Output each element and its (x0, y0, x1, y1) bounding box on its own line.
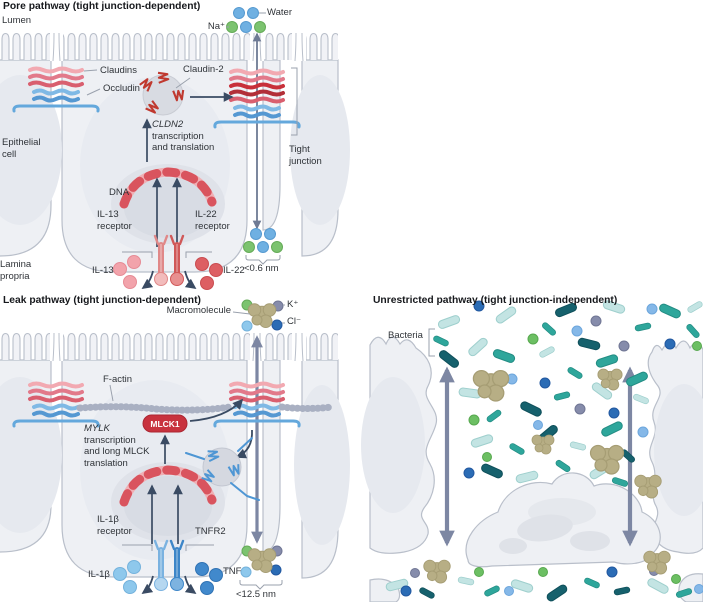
receptor-leaders (122, 251, 212, 258)
nucleus-inner (124, 178, 212, 238)
mylk-caption: MYLK transcription and long MLCK transla… (84, 423, 149, 469)
leak-panel-art (0, 299, 350, 595)
pore-panel-art (0, 7, 350, 290)
leak-left-tight-junction (12, 381, 100, 428)
receptor-leaders (122, 544, 214, 551)
cell-shading (290, 75, 350, 225)
dna-helix (119, 465, 217, 507)
macromolecule-cluster-bottom (240, 545, 283, 578)
mlck1-to-junction-arrow (189, 398, 244, 422)
mlck1-label: MLCK1 (150, 419, 180, 429)
pore-panel-title: Pore pathway (tight junction-dependent) (3, 1, 201, 12)
tnf-label: TNF (223, 566, 242, 577)
dna-label: DNA (109, 187, 130, 198)
unrestricted-panel-art (361, 299, 703, 602)
unrestricted-panel-title: Unrestricted pathway (tight junction-ind… (373, 295, 618, 306)
f-actin-label: F-actin (103, 374, 133, 385)
ion-leaders (226, 12, 266, 28)
il22-label: IL-22 (223, 265, 245, 276)
lamina-propria-label: Lamina propria (0, 259, 32, 282)
tnfr2-label: TNFR2 (195, 526, 226, 537)
leak-size-bracket (239, 580, 283, 590)
long-mlck-ribosome (185, 437, 260, 501)
mlck1-badge (142, 414, 188, 433)
sodium-label: Na⁺ (207, 21, 225, 32)
junction-to-ribosome-arrow (235, 429, 253, 459)
cell-shading (0, 75, 62, 225)
il13-receptor-icon (153, 234, 169, 286)
il22-receptor-icon (169, 234, 185, 286)
tight-junction-bracket (291, 67, 298, 136)
cell-shading (654, 384, 703, 516)
claudin2-leader (175, 77, 191, 89)
il13-binding-arrow (141, 270, 154, 290)
water-molecules (233, 7, 259, 33)
cell-shading (294, 385, 350, 545)
tnf-binding-arrow (184, 575, 197, 595)
il22-receptor-label: IL-22 receptor (195, 209, 230, 232)
debris-patches (499, 498, 610, 554)
nucleus-inner (124, 476, 212, 536)
mylk-gene: MYLK (84, 423, 110, 434)
mylk-caption-rest: transcription and long MLCK translation (84, 434, 150, 469)
leak-panel-title: Leak pathway (tight junction-dependent) (3, 295, 201, 306)
epithelial-cell-label: Epithelial cell (2, 137, 41, 160)
cldn2-gene: CLDN2 (152, 119, 184, 130)
bacteria-bracket (428, 328, 435, 357)
lumen-label: Lumen (2, 15, 32, 26)
macromolecule-label: Macromolecule (166, 305, 231, 316)
il22-binding-arrow (184, 270, 197, 290)
f-actin-leader (109, 384, 114, 402)
bacteria-label: Bacteria (388, 330, 423, 341)
il22-molecules (195, 257, 223, 290)
tnfr2-receptor-icon (169, 539, 185, 591)
il1b-receptor-icon (153, 539, 169, 591)
leak-right-tight-junction (213, 381, 301, 428)
f-actin-strand (76, 403, 336, 414)
dna-helix (119, 167, 217, 209)
potassium-label: K⁺ (287, 299, 299, 310)
il13-label: IL-13 (92, 265, 114, 276)
il13-molecules (113, 255, 141, 289)
il1b-label: IL-1β (88, 569, 110, 580)
il13-receptor-label: IL-13 receptor (97, 209, 132, 232)
occludin-label: Occludin (103, 83, 140, 94)
cldn2-caption: CLDN2 transcription and translation (152, 119, 214, 154)
il1b-molecules (113, 560, 141, 594)
il1b-receptor-label: IL-1β receptor (97, 514, 132, 537)
pore-size-bracket (245, 255, 281, 265)
macromolecule-cluster-top (232, 299, 285, 332)
junction-labels-leaders (83, 69, 101, 96)
water-label: Water (267, 7, 292, 18)
chloride-label: Cl⁻ (287, 316, 301, 327)
sodium-ions (226, 21, 266, 33)
claudin2-complex (138, 70, 186, 116)
cldn2-caption-rest: transcription and translation (152, 130, 215, 154)
pore-right-tight-junction (213, 68, 301, 129)
il1b-binding-arrow (141, 575, 154, 595)
pore-ion-cluster (243, 228, 283, 253)
cell-shading (361, 377, 425, 513)
pore-left-tight-junction (12, 66, 100, 113)
pore-size-label: <0.6 nm (244, 263, 279, 274)
tight-junction-label: Tight junction (289, 144, 322, 167)
tnf-molecules (195, 562, 223, 595)
claudins-label: Claudins (100, 65, 137, 76)
leak-size-label: <12.5 nm (236, 589, 276, 600)
claudin2-label: Claudin-2 (183, 64, 224, 75)
